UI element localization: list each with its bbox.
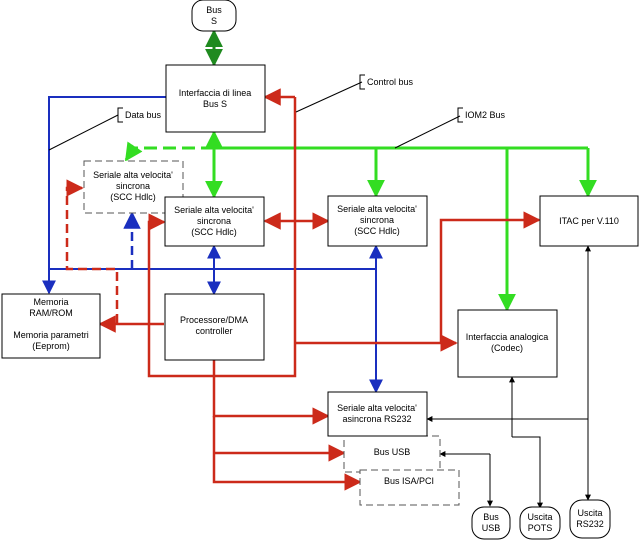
out-bus-usb-line-2: USB [482, 523, 501, 533]
scc-right-block: Seriale alta velocita' sincrona (SCC Hdl… [327, 195, 428, 247]
line-interface-line-2: Bus S [203, 99, 227, 109]
itac-line-1: ITAC per V.110 [559, 216, 619, 226]
out-pots-line-2: POTS [528, 523, 553, 533]
bus-usb-box-label: Bus USB [374, 447, 411, 457]
bus-isa-box: Bus ISA/PCI [359, 469, 460, 506]
out-rs232-line-2: RS232 [576, 519, 604, 529]
iom2-bus-lines [124, 130, 597, 312]
bus-usb-box: Bus USB [343, 435, 441, 473]
scc-center-block: Seriale alta velocita' sincrona (SCC Hdl… [164, 196, 265, 247]
scc-center-line-2: sincrona [197, 216, 231, 226]
out-pots-terminal: Uscita POTS [519, 506, 561, 540]
control-bus-label: Control bus [367, 77, 414, 87]
memory-line-5: (Eeprom) [32, 341, 70, 351]
processor-line-1: Processore/DMA [180, 315, 248, 325]
analog-interface-block: Interfaccia analogica (Codec) [457, 309, 558, 378]
itac-block: ITAC per V.110 [539, 195, 639, 247]
bus-isa-box-label: Bus ISA/PCI [384, 476, 434, 486]
memory-line-2: RAM/ROM [29, 308, 73, 318]
scc-center-line-3: (SCC Hdlc) [191, 227, 237, 237]
analog-interface-line-2: (Codec) [491, 343, 523, 353]
memory-block: Memoria RAM/ROM Memoria parametri (Eepro… [1, 293, 101, 359]
scc-right-line-1: Seriale alta velocita' [337, 204, 417, 214]
line-interface-block: Interfaccia di linea Bus S [165, 64, 266, 133]
out-pots-line-1: Uscita [527, 512, 552, 522]
memory-line-4: Memoria parametri [13, 330, 89, 340]
scc-right-line-2: sincrona [360, 215, 394, 225]
scc-dashed-line-1: Seriale alta velocita' [93, 170, 173, 180]
bus-s-line-1: Bus [206, 5, 222, 15]
scc-dashed-line-3: (SCC Hdlc) [110, 192, 156, 202]
out-bus-usb-line-1: Bus [483, 512, 499, 522]
line-interface-line-1: Interfaccia di linea [179, 88, 252, 98]
io-signal-lines [426, 245, 591, 509]
scc-dashed-line-2: sincrona [116, 181, 150, 191]
analog-interface-line-1: Interfaccia analogica [466, 332, 549, 342]
processor-block: Processore/DMA controller [164, 293, 265, 361]
data-bus-label: Data bus [125, 110, 162, 120]
async-serial-line-2: asincrona RS232 [342, 414, 411, 424]
bus-s-terminal: Bus S [191, 0, 237, 32]
bus-s-line-2: S [211, 16, 217, 26]
control-bus-lines [65, 88, 541, 491]
scc-right-line-3: (SCC Hdlc) [354, 226, 400, 236]
processor-line-2: controller [195, 326, 232, 336]
memory-line-1: Memoria [33, 297, 68, 307]
out-rs232-terminal: Uscita RS232 [569, 499, 611, 539]
out-bus-usb-terminal: Bus USB [471, 506, 511, 540]
async-serial-block: Seriale alta velocita' asincrona RS232 [327, 391, 428, 437]
scc-center-line-1: Seriale alta velocita' [174, 205, 254, 215]
label-leaders [48, 74, 463, 151]
iom2-bus-label: IOM2 Bus [465, 110, 506, 120]
out-rs232-line-1: Uscita [577, 508, 602, 518]
data-bus-lines [42, 96, 383, 394]
async-serial-line-1: Seriale alta velocita' [337, 403, 417, 413]
